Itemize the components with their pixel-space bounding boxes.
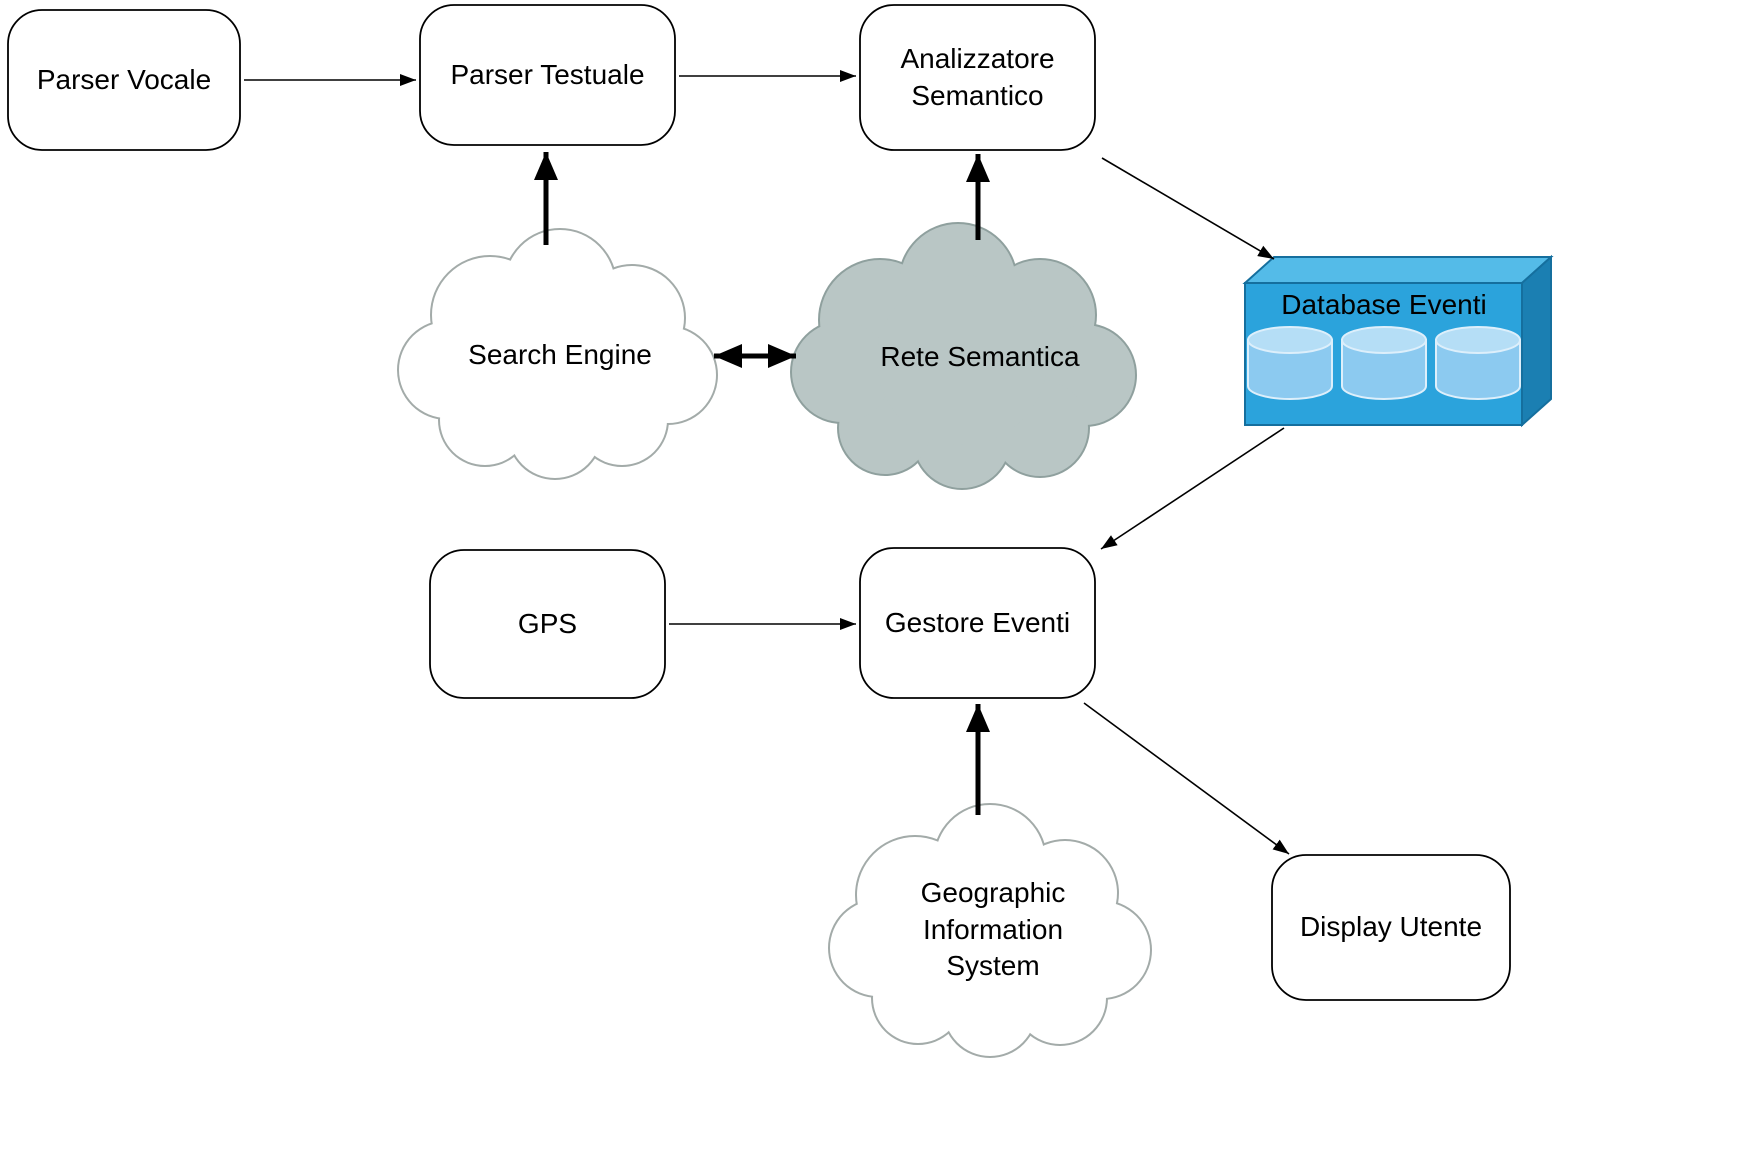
analizzatore-semantico-label: Analizzatore Semantico <box>900 43 1055 111</box>
database-cylinder-1 <box>1247 326 1333 400</box>
parser-vocale-node <box>7 9 241 151</box>
parser-vocale-label: Parser Vocale <box>36 63 212 95</box>
display-utente-node <box>1271 854 1511 1001</box>
gps-node <box>429 549 666 699</box>
database-side-face <box>1521 254 1552 428</box>
edge-analizzatore-semantico-to-database-eventi <box>1101 157 1275 260</box>
database-cylinder-3 <box>1435 326 1521 400</box>
rete-semantica-label: Rete Semantica <box>880 340 1080 372</box>
gestore-eventi-label: Gestore Eventi <box>884 606 1071 638</box>
database-eventi-label: Database Eventi <box>1281 288 1487 320</box>
database-eventi-node <box>1242 254 1554 428</box>
gps-label: GPS <box>517 607 578 639</box>
geographic-information-system-label: Geographic Information System <box>920 877 1066 982</box>
database-top-face <box>1242 256 1554 284</box>
parser-testuale-node <box>419 4 676 146</box>
gestore-eventi-node <box>859 547 1096 699</box>
search-engine-label: Search Engine <box>468 338 652 370</box>
parser-testuale-label: Parser Testuale <box>450 58 645 90</box>
edge-gestore-eventi-to-display-utente <box>1083 702 1290 855</box>
analizzatore-semantico-node <box>859 4 1096 151</box>
display-utente-label: Display Utente <box>1299 911 1483 943</box>
edge-database-eventi-to-gestore-eventi <box>1100 427 1285 550</box>
database-cylinder-2 <box>1341 326 1427 400</box>
